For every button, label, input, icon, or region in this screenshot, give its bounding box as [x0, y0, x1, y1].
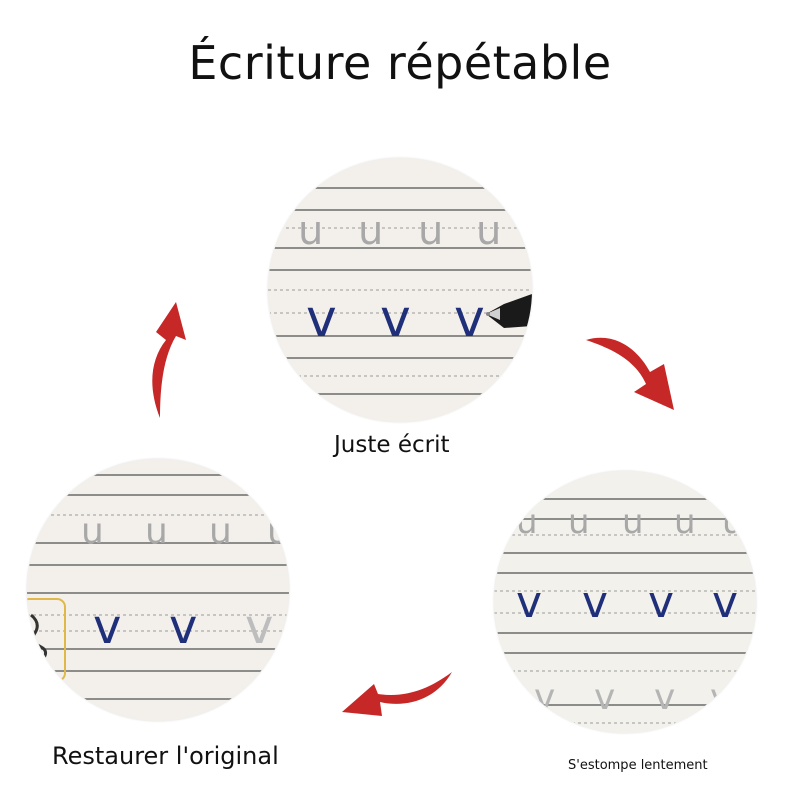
- written-letter: v: [516, 577, 542, 628]
- guide-letter: u: [418, 208, 443, 254]
- guide-letter: u: [674, 502, 696, 542]
- guide-letter: u: [298, 208, 323, 254]
- written-letter: v: [169, 599, 197, 655]
- guide-letter: u: [722, 502, 744, 542]
- guide-letter: u: [145, 511, 168, 552]
- guide-letter: u: [516, 502, 538, 542]
- guide-letter: u: [267, 511, 289, 552]
- curved-arrow-icon: [342, 672, 452, 716]
- faded-letter: v: [245, 599, 273, 655]
- faded-letter: v: [594, 677, 615, 718]
- written-letter: v: [380, 289, 411, 349]
- photo-just-written: u u u u v v v: [268, 158, 532, 422]
- caption-just-written: Juste écrit: [334, 432, 450, 458]
- guide-letter: u: [568, 502, 590, 542]
- page-title: Écriture répétable: [188, 36, 612, 90]
- faded-letter: v: [654, 677, 675, 718]
- written-letter: v: [712, 577, 738, 628]
- written-letter: v: [582, 577, 608, 628]
- curved-arrow-icon: [152, 302, 186, 418]
- guide-letter: u: [209, 511, 232, 552]
- caption-fades-slowly: S'estompe lentement: [568, 758, 708, 773]
- photo-restore-original: u u u u v v v: [27, 459, 289, 721]
- written-letter: v: [306, 289, 337, 349]
- photo-fades-slowly: u u u u u v v v v v v v v: [494, 471, 756, 733]
- written-letter: v: [93, 599, 121, 655]
- curved-arrow-icon: [586, 337, 674, 410]
- guide-letter: u: [81, 511, 104, 552]
- caption-restore-original: Restaurer l'original: [52, 742, 279, 770]
- faded-letter: v: [534, 677, 555, 718]
- guide-letter: u: [358, 208, 383, 254]
- guide-letter: u: [476, 208, 501, 254]
- guide-letter: u: [622, 502, 644, 542]
- faded-letter: v: [710, 677, 731, 718]
- pen-icon: [486, 294, 532, 328]
- written-letter: v: [648, 577, 674, 628]
- written-letter: v: [454, 289, 485, 349]
